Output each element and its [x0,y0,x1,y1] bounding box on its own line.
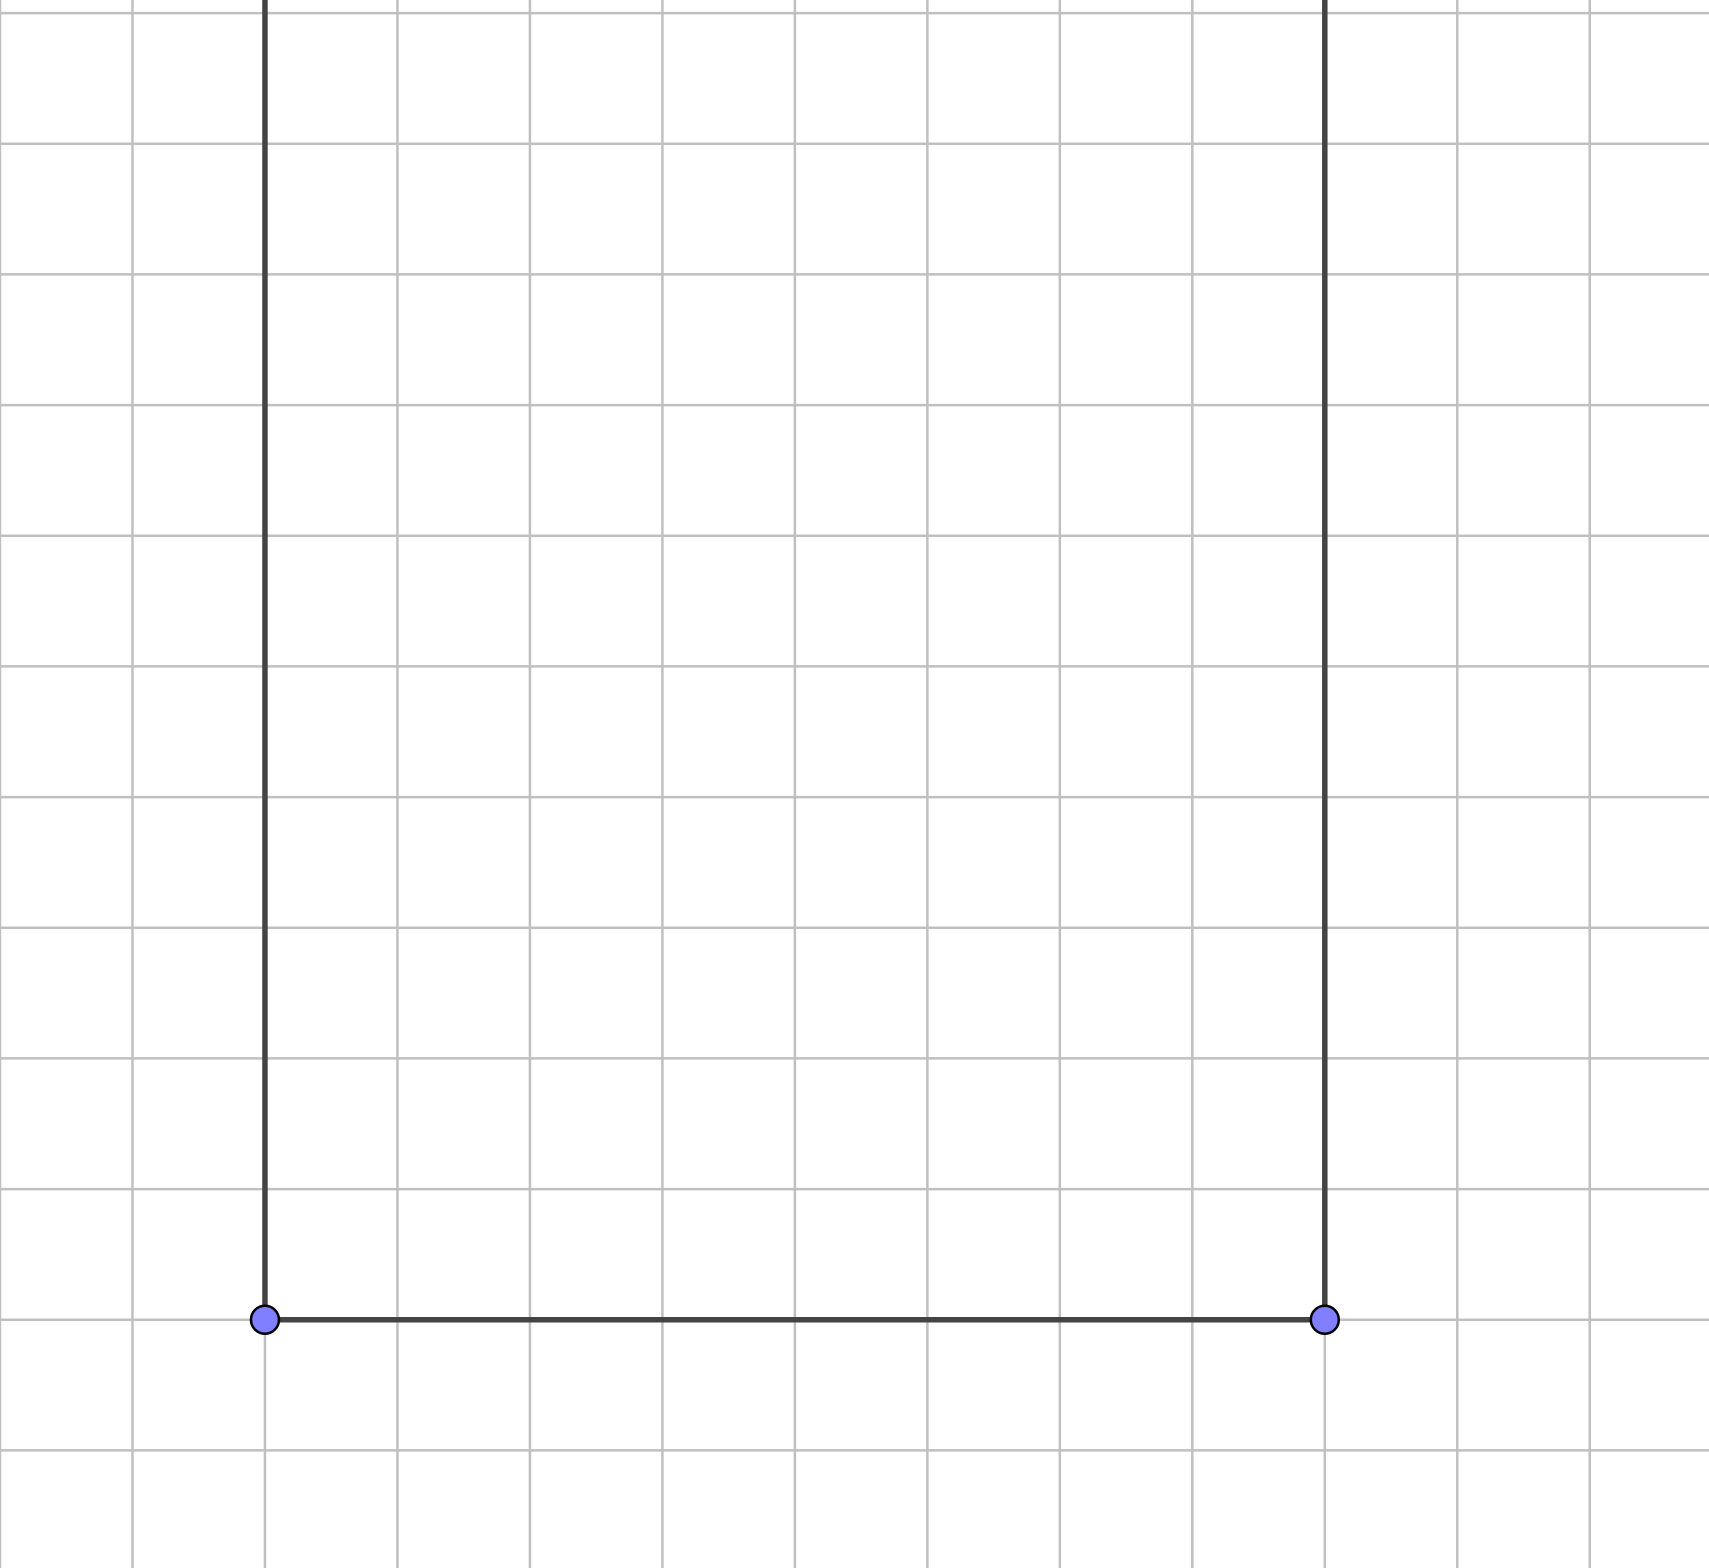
point-a[interactable] [249,1304,281,1335]
figure [262,0,1328,1323]
point-b[interactable] [1309,1304,1341,1335]
points [249,1304,1341,1335]
